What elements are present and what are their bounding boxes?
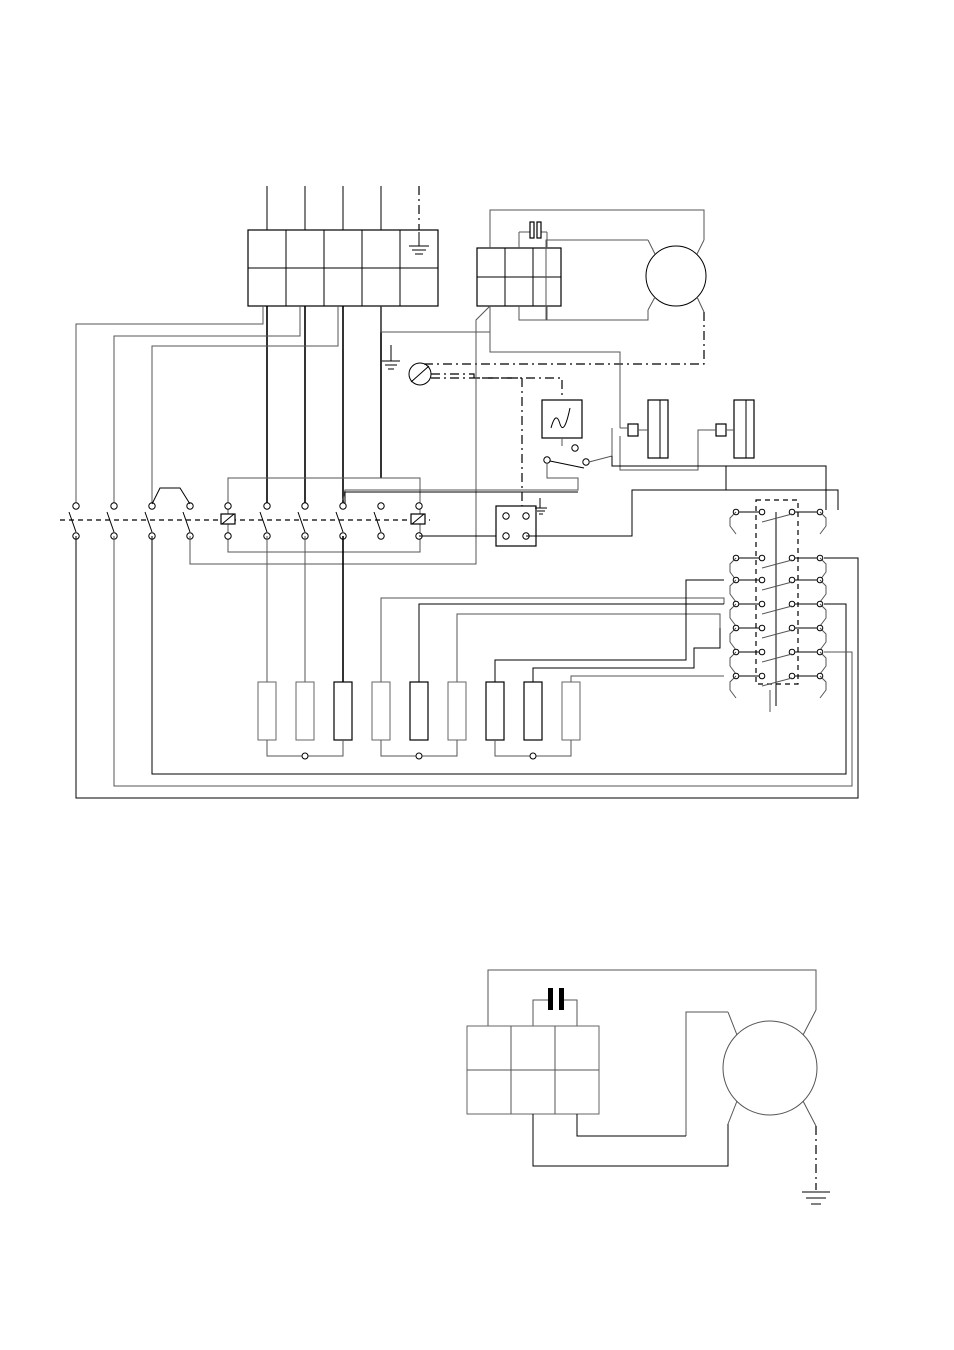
motor-circle <box>420 209 707 365</box>
indicator-lamp-1 <box>620 399 669 459</box>
selector-row <box>729 648 827 675</box>
motor-terminal-block <box>476 247 562 307</box>
selector-row <box>729 576 827 603</box>
selector-row <box>729 600 827 627</box>
contact-pole <box>144 502 156 540</box>
motor-terminal-block-lower <box>466 1025 600 1115</box>
heating-element <box>447 681 467 741</box>
earth-symbol <box>409 232 429 255</box>
heating-element <box>523 681 543 741</box>
heating-element <box>295 681 315 741</box>
rotary-selector-switch <box>725 466 827 712</box>
selector-row <box>729 554 827 581</box>
heating-element <box>561 681 581 741</box>
selector-row <box>729 672 827 699</box>
lower-motor-diagram <box>466 969 830 1205</box>
contact-pole <box>297 502 309 540</box>
contact-pole <box>373 502 385 540</box>
contact-pole <box>259 502 271 540</box>
junction-box <box>495 489 839 547</box>
earth-symbol-2 <box>382 345 400 370</box>
indicator-lamp-2 <box>611 399 827 510</box>
contact-pole <box>182 502 194 540</box>
mains-terminal-block <box>247 229 439 307</box>
heating-element <box>257 681 277 741</box>
contact-pole <box>224 502 232 540</box>
mains-feed-wires <box>75 306 621 508</box>
safety-cutout-icon <box>408 362 563 506</box>
capacitor-symbol <box>518 221 548 248</box>
return-wiring <box>75 536 859 799</box>
heating-element <box>485 681 505 741</box>
contact-pole <box>106 502 118 540</box>
selector-row <box>729 624 827 651</box>
heating-element <box>409 681 429 741</box>
upper-wiring-diagram <box>60 186 859 799</box>
supply-lines <box>266 186 420 230</box>
capacitor-symbol-lower <box>532 988 578 1026</box>
contactor-switch-row <box>60 305 578 565</box>
earth-symbol-lower <box>802 1191 830 1205</box>
heating-element <box>333 681 353 741</box>
contact-pole <box>68 502 80 540</box>
thermostat-box <box>342 399 613 501</box>
heating-element <box>371 681 391 741</box>
motor-circle-lower <box>532 1009 818 1190</box>
contact-pole <box>335 502 347 540</box>
heating-elements <box>257 536 725 760</box>
selector-row <box>729 508 827 535</box>
